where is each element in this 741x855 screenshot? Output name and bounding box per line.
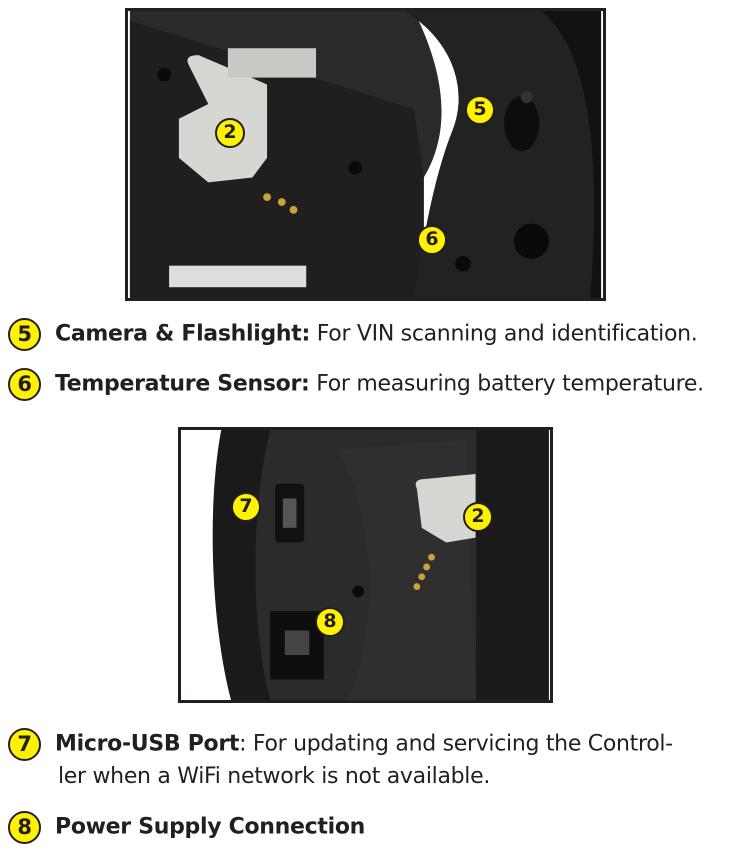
callout-8: 8 bbox=[315, 607, 345, 637]
callout-5: 5 bbox=[465, 95, 495, 125]
item-title: Camera & Flashlight: bbox=[55, 321, 311, 347]
photo-controller-back: 2 5 6 bbox=[125, 8, 606, 301]
item-description: For measuring battery temperature. bbox=[309, 371, 704, 397]
item-title: Micro-USB Port bbox=[55, 731, 240, 757]
item-title: Power Supply Connection bbox=[55, 814, 366, 840]
item-temperature-sensor: 6 Temperature Sensor: For measuring batte… bbox=[8, 368, 733, 401]
item-description: : For updating and servicing the Control… bbox=[239, 731, 673, 757]
callout-5: 5 bbox=[8, 318, 41, 351]
item-description: For VIN scanning and identification. bbox=[310, 321, 698, 347]
item-micro-usb-port: 7 Micro-USB Port: For updating and servic… bbox=[8, 728, 733, 793]
callout-6: 6 bbox=[8, 368, 41, 401]
callout-7: 7 bbox=[231, 492, 261, 522]
item-description-continued: ler when a WiFi network is not available… bbox=[58, 764, 491, 789]
item-power-supply-connection: 8 Power Supply Connection bbox=[8, 811, 733, 844]
controller-side-illustration bbox=[182, 430, 549, 700]
controller-back-illustration bbox=[129, 11, 602, 298]
photo-controller-side: 7 2 8 bbox=[178, 427, 553, 703]
item-camera-flashlight: 5 Camera & Flashlight: For VIN scanning a… bbox=[8, 318, 733, 351]
callout-2: 2 bbox=[463, 502, 493, 532]
callout-8: 8 bbox=[8, 811, 41, 844]
callout-6: 6 bbox=[417, 225, 447, 255]
item-title: Temperature Sensor: bbox=[55, 371, 310, 397]
callout-2: 2 bbox=[215, 118, 245, 148]
callout-7: 7 bbox=[8, 728, 41, 761]
